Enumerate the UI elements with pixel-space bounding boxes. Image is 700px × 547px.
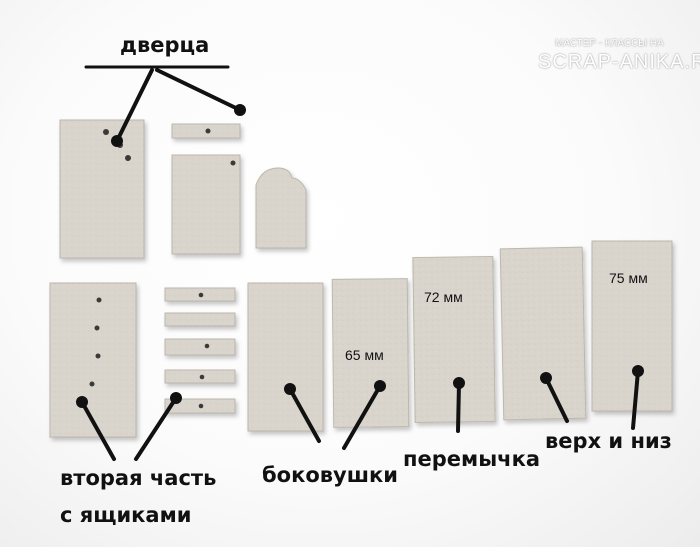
drawer-strip-2 (164, 312, 236, 327)
side-panel-2 (331, 278, 410, 428)
measure-65: 65 мм (345, 347, 384, 363)
measure-72: 72 мм (424, 289, 463, 305)
divider-panel (412, 255, 496, 424)
watermark-line-1: МАСТЕР - КЛАССЫ НА (555, 38, 664, 49)
top-bottom-panel-2 (591, 240, 673, 412)
top-bottom-panel-1 (499, 246, 587, 421)
arched-panel (255, 167, 307, 249)
label-top-bottom: верх и низ (545, 429, 672, 453)
label-door: дверца (120, 33, 210, 57)
door-panel (59, 119, 145, 259)
watermark-line-2: SCRAP-ANIKA.RU (538, 51, 700, 73)
label-second-part: вторая часть (60, 466, 217, 490)
measure-75: 75 мм (609, 270, 648, 286)
second-part-panel (49, 282, 137, 438)
annotation-pointers (80, 65, 640, 461)
annotation-dots (76, 104, 644, 408)
label-with-drawers: с ящиками (60, 503, 192, 527)
side-panel-1 (247, 282, 324, 432)
label-sides: боковушки (262, 463, 399, 487)
drawer-strip-3 (164, 338, 236, 356)
label-divider: перемычка (403, 447, 541, 471)
door-panel-small (171, 154, 241, 255)
